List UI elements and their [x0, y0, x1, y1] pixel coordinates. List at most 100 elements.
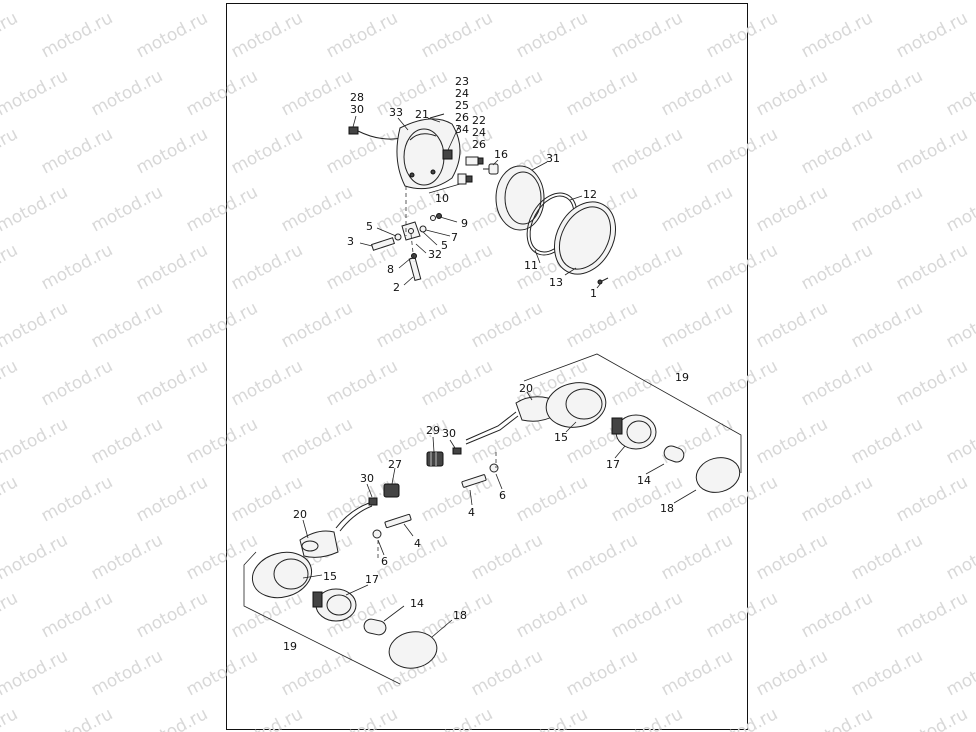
watermark-text: motod.ru: [0, 298, 71, 352]
watermark-text: motod.ru: [38, 704, 116, 732]
label-16: 16: [494, 148, 508, 161]
watermark-text: motod.ru: [848, 182, 926, 236]
watermark-text: motod.ru: [798, 704, 876, 732]
watermark-text: motod.ru: [848, 66, 926, 120]
watermark-text: motod.ru: [133, 8, 211, 62]
watermark-text: motod.ru: [798, 588, 876, 642]
watermark-text: motod.ru: [323, 124, 401, 178]
watermark-text: motod.ru: [133, 124, 211, 178]
trim-ring: [554, 201, 616, 275]
label-30-left: 30: [360, 472, 374, 485]
label-21: 21: [415, 108, 429, 121]
watermark-text: motod.ru: [658, 182, 736, 236]
watermark-text: motod.ru: [703, 240, 781, 294]
watermark-text: motod.ru: [133, 588, 211, 642]
watermark-text: motod.ru: [183, 298, 261, 352]
label-27: 27: [388, 458, 402, 471]
label-9: 9: [461, 217, 468, 230]
watermark-text: motod.ru: [88, 298, 166, 352]
watermark-text: motod.ru: [893, 240, 971, 294]
watermark-text: motod.ru: [278, 182, 356, 236]
label-13: 13: [549, 276, 563, 289]
left-signal-housing: [251, 530, 339, 599]
headlamp-leaders: [352, 115, 602, 289]
label-17-left: 17: [365, 573, 379, 586]
label-3: 3: [347, 235, 354, 248]
watermark-text: motod.ru: [513, 588, 591, 642]
right-signal-lens: [695, 457, 741, 493]
label-34: 34: [455, 123, 469, 136]
watermark-text: motod.ru: [658, 646, 736, 700]
watermark-text: motod.ru: [0, 0, 71, 4]
watermark-text: motod.ru: [608, 8, 686, 62]
watermark-text: motod.ru: [893, 588, 971, 642]
label-19-left: 19: [283, 640, 297, 653]
watermark-text: motod.ru: [183, 646, 261, 700]
watermark-text: motod.ru: [798, 8, 876, 62]
watermark-text: motod.ru: [88, 530, 166, 584]
watermark-text: motod.ru: [183, 66, 261, 120]
watermark-text: motod.ru: [563, 646, 641, 700]
label-22: 22: [472, 114, 486, 127]
watermark-text: motod.ru: [798, 124, 876, 178]
right-signal-leaders: [432, 391, 697, 506]
watermark-text: motod.ru: [228, 704, 306, 732]
label-1: 1: [590, 287, 597, 300]
sealed-beam-lamp: [495, 165, 545, 231]
watermark-text: motod.ru: [513, 472, 591, 526]
label-18-left: 18: [453, 609, 467, 622]
watermark-text: motod.ru: [703, 356, 781, 410]
watermark-text: motod.ru: [0, 414, 71, 468]
watermark-text: motod.ru: [703, 8, 781, 62]
label-2: 2: [393, 281, 400, 294]
label-28: 28: [350, 91, 364, 104]
right-signal-socket: [611, 414, 657, 450]
label-15: 15: [554, 431, 568, 444]
watermark-text: motod.ru: [513, 8, 591, 62]
watermark-text: motod.ru: [753, 646, 831, 700]
watermark-text: motod.ru: [323, 704, 401, 732]
watermark-text: motod.ru: [133, 240, 211, 294]
label-24: 24: [455, 87, 469, 100]
watermark-text: motod.ru: [418, 356, 496, 410]
right-signal-mount-bolt: [461, 452, 499, 488]
watermark-text: motod.ru: [893, 124, 971, 178]
label-4: 4: [468, 506, 475, 519]
watermark-text: motod.ru: [848, 646, 926, 700]
watermark-text: motod.ru: [278, 646, 356, 700]
headlamp-bulb: [483, 163, 499, 175]
watermark-text: motod.ru: [133, 356, 211, 410]
watermark-text: motod.ru: [0, 66, 71, 120]
watermark-text: motod.ru: [0, 182, 71, 236]
watermark-text: motod.ru: [0, 530, 71, 584]
label-4-left: 4: [414, 537, 421, 550]
label-26-b: 26: [472, 138, 486, 151]
watermark-text: motod.ru: [893, 8, 971, 62]
watermark-text: motod.ru: [0, 124, 21, 178]
label-30-right: 30: [442, 427, 456, 440]
watermark-text: motod.ru: [278, 414, 356, 468]
watermark-text: motod.ru: [278, 298, 356, 352]
watermark-text: motod.ru: [513, 704, 591, 732]
left-signal-connector: [335, 483, 400, 532]
watermark-text: motod.ru: [798, 356, 876, 410]
label-15-left: 15: [323, 570, 337, 583]
left-signal-leaders: [302, 467, 453, 638]
label-14: 14: [637, 474, 651, 487]
right-signal-connector: [426, 447, 462, 467]
watermark-text: motod.ru: [0, 472, 21, 526]
watermark-text: motod.ru: [608, 124, 686, 178]
watermark-text: motod.ru: [418, 704, 496, 732]
watermark-text: motod.ru: [468, 530, 546, 584]
watermark-text: motod.ru: [133, 472, 211, 526]
watermark-text: motod.ru: [608, 704, 686, 732]
headlamp-assembly: [348, 113, 616, 289]
label-25: 25: [455, 99, 469, 112]
watermark-text: motod.ru: [848, 0, 926, 4]
watermark-text: motod.ru: [753, 298, 831, 352]
watermark-text: motod.ru: [323, 8, 401, 62]
watermark-text: motod.ru: [88, 414, 166, 468]
left-signal-bulb: [363, 618, 387, 636]
watermark-text: motod.ru: [88, 182, 166, 236]
watermark-text: motod.ru: [703, 124, 781, 178]
